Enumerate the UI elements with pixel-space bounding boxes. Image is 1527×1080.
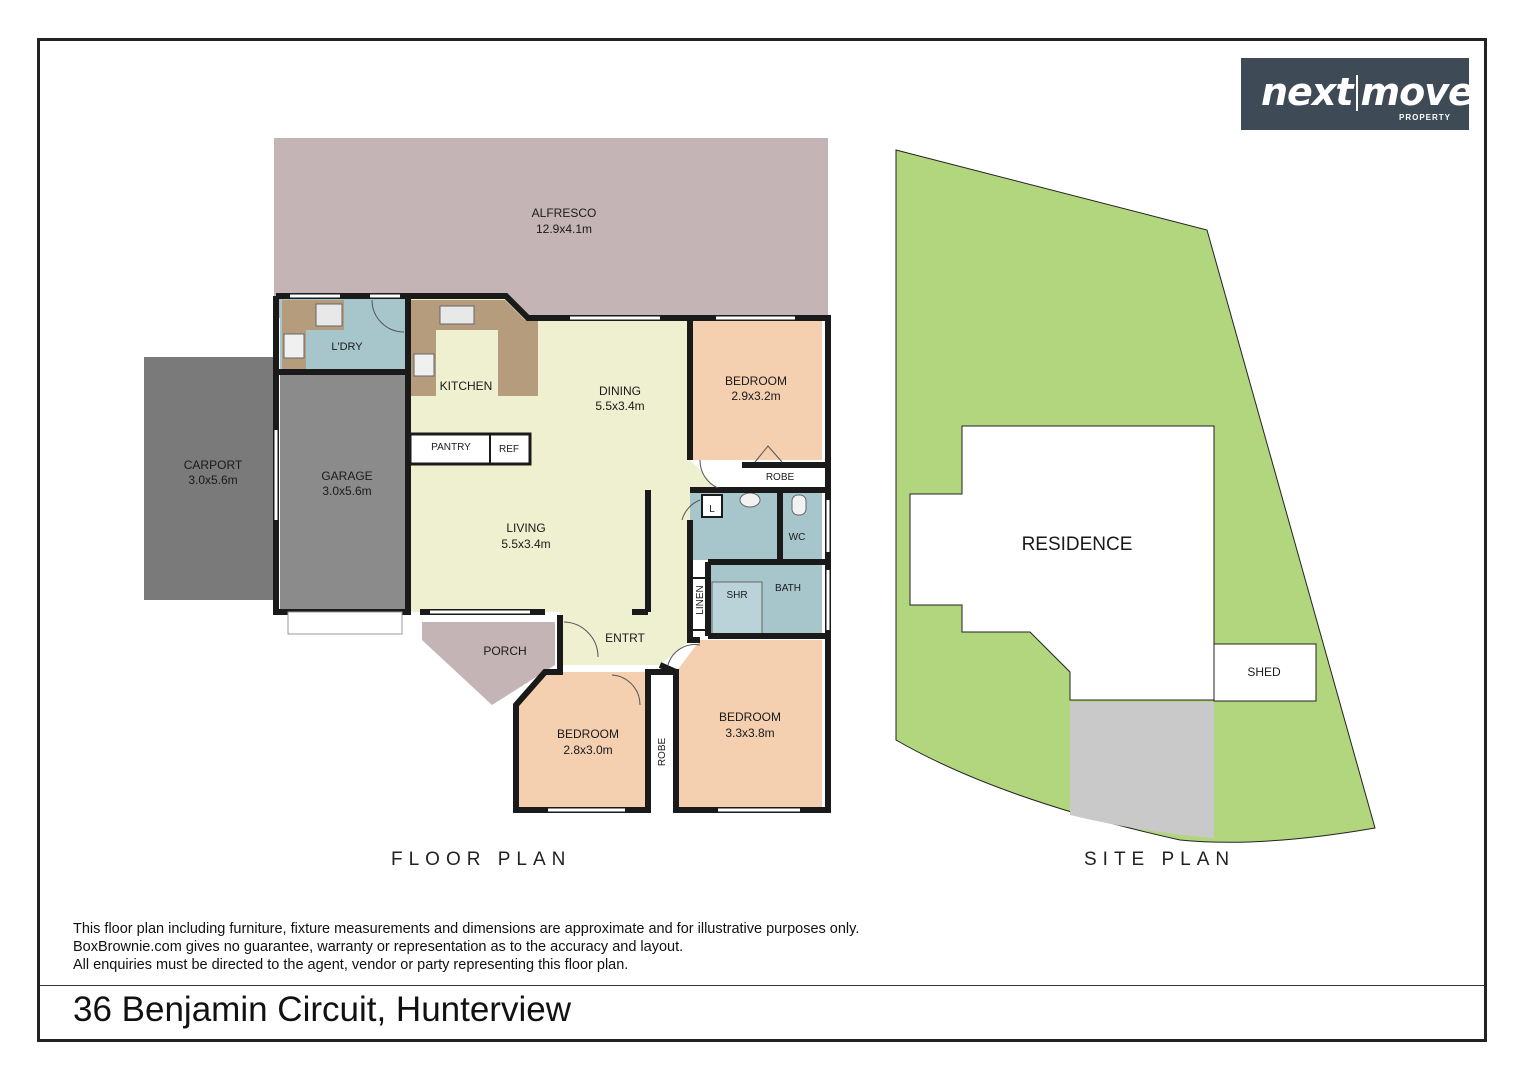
logo-tagline: PROPERTY [1398, 113, 1451, 122]
site-plan-caption: SITE PLAN [1084, 849, 1236, 870]
alfresco-area [274, 138, 828, 318]
label-linen: LINEN [695, 585, 706, 614]
size-living: 5.5x3.4m [501, 537, 550, 551]
room-labels: ALFRESCO 12.9x4.1m L'DRY KITCHEN DINING … [184, 206, 1281, 766]
cooktop-icon [413, 353, 435, 377]
garage-area [280, 372, 408, 612]
size-bedroom-top: 2.9x3.2m [731, 389, 780, 403]
page-frame [37, 38, 1487, 1042]
label-ref: REF [499, 444, 519, 455]
floor-plan-caption: FLOOR PLAN [391, 849, 572, 870]
driveway-area [1070, 702, 1214, 838]
robe-top-area [742, 465, 822, 490]
bedroom-right-area [676, 640, 822, 808]
label-bath: BATH [775, 583, 801, 594]
label-alfresco: ALFRESCO [532, 206, 597, 220]
shed-footprint [1213, 643, 1317, 702]
size-bedroom-left: 2.8x3.0m [563, 743, 612, 757]
door-swings [371, 299, 783, 706]
size-dining: 5.5x3.4m [595, 399, 644, 413]
disclaimer-line: All enquiries must be directed to the ag… [73, 957, 629, 973]
garage-door [287, 611, 403, 635]
porch-area [422, 622, 555, 705]
label-entry: ENTRT [605, 631, 645, 645]
size-garage: 3.0x5.6m [322, 484, 371, 498]
floor-plan [144, 138, 831, 813]
label-residence: RESIDENCE [1022, 534, 1133, 555]
laundry-sink-icon [315, 303, 343, 327]
label-bedroom-top: BEDROOM [725, 374, 787, 388]
bedroom-left-area [518, 672, 648, 808]
label-living: LIVING [506, 521, 545, 535]
washer-icon [283, 333, 305, 359]
windows [274, 294, 830, 812]
size-alfresco: 12.9x4.1m [536, 222, 592, 236]
living-area [408, 298, 718, 665]
label-dining: DINING [599, 384, 641, 398]
shower-tray-icon [711, 581, 763, 635]
property-address: 36 Benjamin Circuit, Hunterview [73, 990, 571, 1029]
label-garage: GARAGE [321, 469, 372, 483]
bedroom-top-area [690, 320, 822, 460]
label-bedroom-right: BEDROOM [719, 710, 781, 724]
l-closet [701, 494, 723, 518]
label-carport: CARPORT [184, 458, 243, 472]
disclaimer-line: BoxBrownie.com gives no guarantee, warra… [73, 939, 684, 955]
vanity-basin-icon [739, 492, 761, 508]
size-carport: 3.0x5.6m [188, 473, 237, 487]
label-bedroom-left: BEDROOM [557, 727, 619, 741]
carport-area [144, 357, 276, 600]
label-shed: SHED [1247, 665, 1281, 679]
disclaimer: This floor plan including furniture, fix… [73, 920, 859, 974]
label-kitchen: KITCHEN [440, 379, 493, 393]
footer-divider [40, 985, 1485, 986]
label-laundry: L'DRY [331, 341, 363, 353]
label-porch: PORCH [483, 644, 526, 658]
label-wc: WC [789, 532, 806, 543]
robe-bottom-area [648, 672, 676, 808]
label-pantry: PANTRY [431, 442, 471, 453]
disclaimer-line: This floor plan including furniture, fix… [73, 921, 860, 937]
toilet-icon [791, 494, 807, 516]
label-robe-top: ROBE [766, 472, 795, 483]
label-l-closet: L [709, 504, 715, 515]
size-bedroom-right: 3.3x3.8m [725, 726, 774, 740]
kitchen-sink-icon [439, 305, 475, 325]
site-plan [895, 149, 1376, 843]
label-shower: SHR [726, 590, 747, 601]
label-robe-bottom: ROBE [657, 738, 668, 767]
